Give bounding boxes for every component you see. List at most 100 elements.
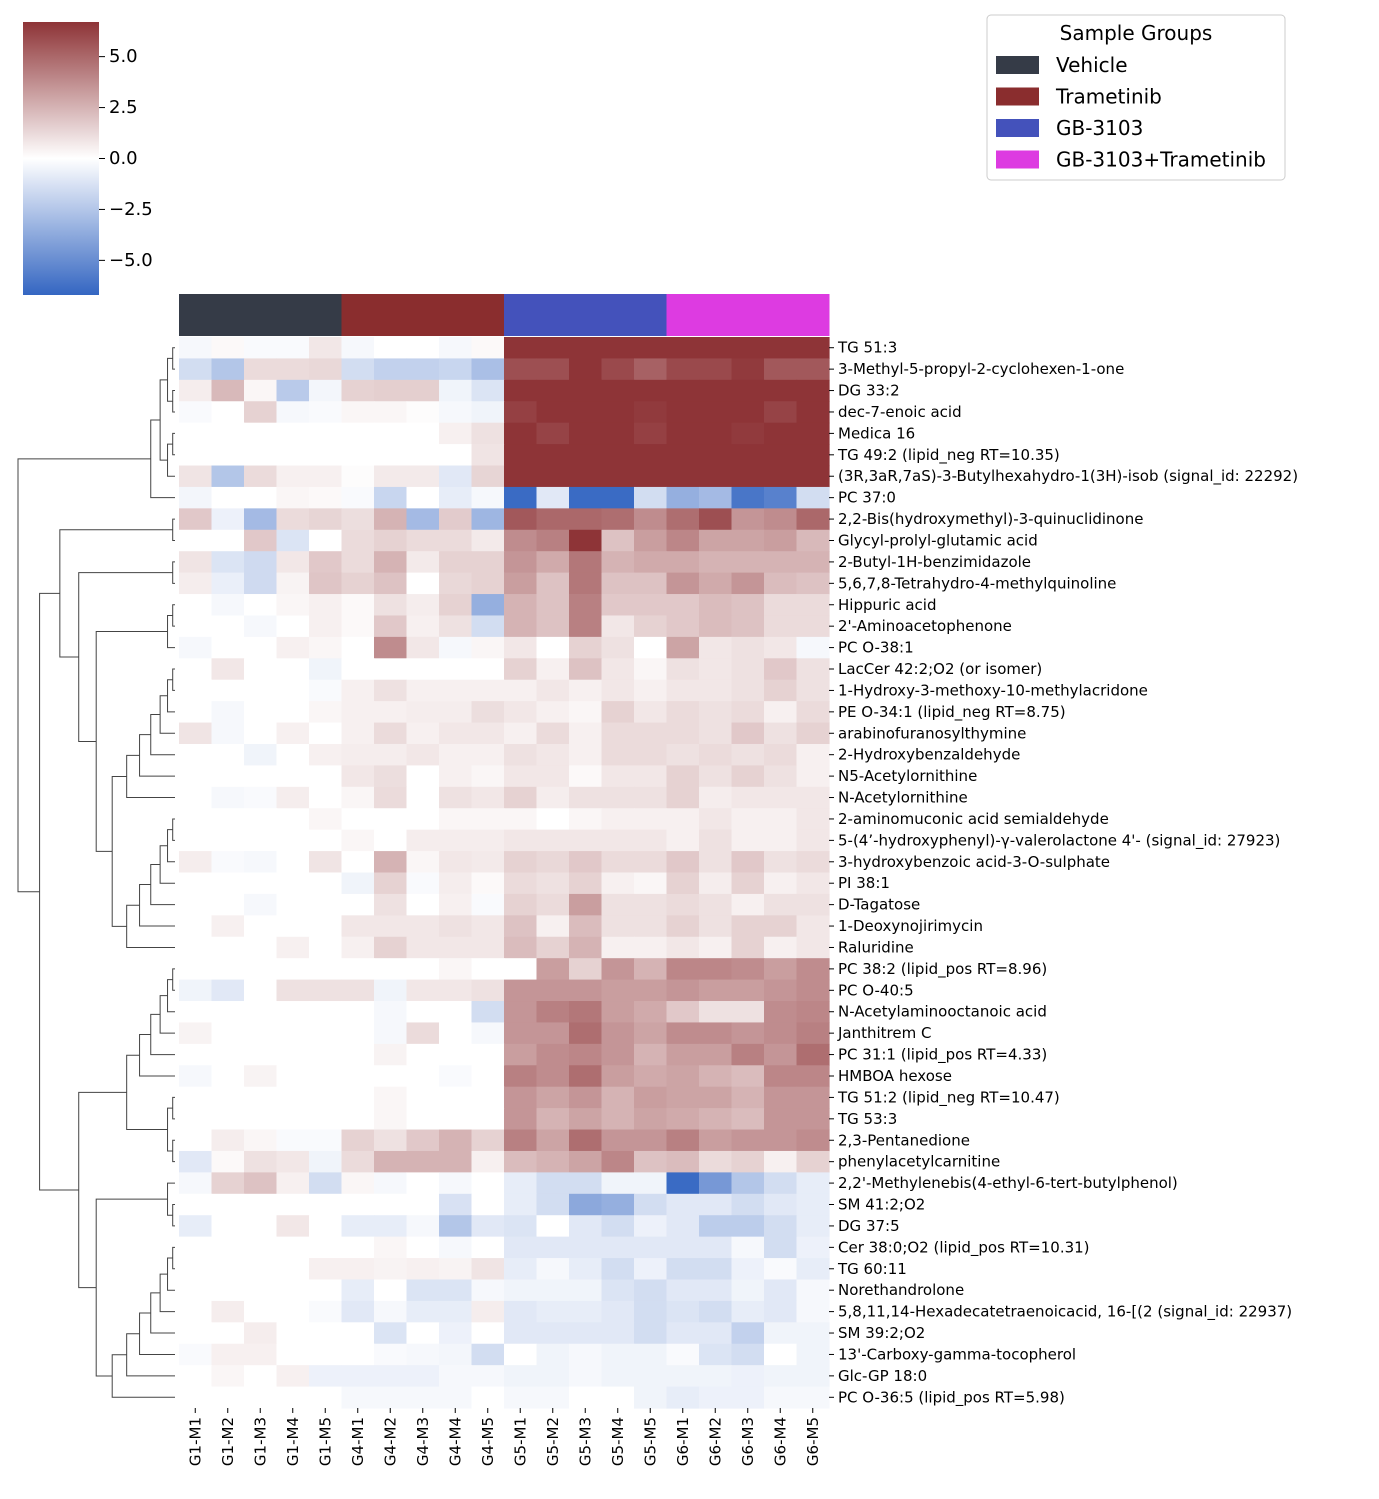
heatmap-cell (796, 808, 830, 831)
heatmap-cell (309, 808, 343, 831)
heatmap-cell (764, 337, 798, 360)
heatmap-cell (731, 1258, 765, 1281)
heatmap-cell (504, 1236, 538, 1259)
colorbar-tick-label: 0.0 (109, 148, 138, 169)
heatmap-cell (406, 465, 440, 488)
row-label: PC O-40:5 (838, 981, 914, 999)
heatmap-cell (179, 679, 213, 702)
dendrogram-link (167, 679, 175, 713)
dendrogram-link (39, 592, 79, 1191)
heatmap-cell (341, 1129, 375, 1152)
heatmap-cell (179, 786, 213, 809)
row-labels: TG 51:33-Methyl-5-propyl-2-cyclohexen-1-… (829, 339, 1298, 1407)
heatmap-cell (536, 358, 570, 381)
heatmap-cell (406, 658, 440, 681)
heatmap-cell (796, 401, 830, 424)
dendrogram-link (172, 818, 175, 841)
heatmap-cell (536, 679, 570, 702)
heatmap-cell (374, 722, 408, 745)
dendrogram-link (126, 1054, 168, 1131)
heatmap-cell (601, 636, 635, 659)
heatmap-cell (634, 679, 668, 702)
heatmap-cell (699, 358, 733, 381)
heatmap-cell (699, 958, 733, 981)
heatmap-cell (601, 915, 635, 938)
heatmap-cell (179, 444, 213, 467)
heatmap-cell (601, 743, 635, 766)
dendrogram-link (167, 614, 175, 649)
heatmap-cell (341, 444, 375, 467)
heatmap-cell (699, 379, 733, 402)
heatmap-cell (731, 722, 765, 745)
heatmap-cell (796, 1172, 830, 1195)
heatmap-cell (666, 465, 700, 488)
heatmap-cell (536, 1172, 570, 1195)
heatmap-cell (439, 1279, 473, 1302)
heatmap-cell (569, 1022, 603, 1045)
heatmap-cell (504, 1043, 538, 1066)
heatmap-cell (796, 1022, 830, 1045)
heatmap-cell (666, 936, 700, 959)
heatmap-cell (764, 594, 798, 617)
heatmap-cell (341, 401, 375, 424)
heatmap-cell (471, 679, 505, 702)
heatmap-cell (764, 1343, 798, 1366)
heatmap-cell (666, 551, 700, 574)
heatmap-cell (796, 636, 830, 659)
heatmap-cell (601, 551, 635, 574)
heatmap-cell (699, 936, 733, 959)
heatmap-cell (439, 572, 473, 595)
heatmap-cell (796, 379, 830, 402)
heatmap-cell (374, 594, 408, 617)
heatmap-cell (569, 508, 603, 531)
heatmap-cell (439, 551, 473, 574)
row-label: PC 37:0 (838, 489, 896, 507)
heatmap-cell (341, 465, 375, 488)
heatmap-cell (211, 1215, 245, 1238)
heatmap-cell (699, 465, 733, 488)
heatmap-cell (471, 529, 505, 552)
heatmap-cell (309, 358, 343, 381)
heatmap-cell (601, 722, 635, 745)
heatmap-cell (504, 486, 538, 509)
heatmap-cell (341, 572, 375, 595)
heatmap-cell (276, 465, 310, 488)
heatmap-cell (374, 1322, 408, 1345)
heatmap-cell (699, 1022, 733, 1045)
heatmap-cell (244, 486, 278, 509)
heatmap-cell (211, 915, 245, 938)
heatmap-cell (341, 765, 375, 788)
heatmap-cell (276, 529, 310, 552)
heatmap-cell (536, 1065, 570, 1088)
heatmap-cell (796, 979, 830, 1002)
heatmap-cell (276, 893, 310, 916)
heatmap-cell (764, 1365, 798, 1388)
heatmap-cell (276, 1215, 310, 1238)
heatmap-cell (471, 486, 505, 509)
heatmap-cell (601, 594, 635, 617)
heatmap-cell (731, 572, 765, 595)
heatmap-cell (374, 1129, 408, 1152)
heatmap-cell (764, 1150, 798, 1173)
heatmap-cell (406, 379, 440, 402)
column-label: G4-M4 (446, 1417, 464, 1466)
heatmap-cell (406, 551, 440, 574)
heatmap-cell (276, 958, 310, 981)
heatmap-cell (536, 1001, 570, 1024)
heatmap-cell (406, 615, 440, 638)
heatmap-cell (504, 1150, 538, 1173)
sample-group-bar (179, 294, 830, 336)
dendrogram-link (167, 443, 175, 477)
heatmap-cell (406, 444, 440, 467)
heatmap-cell (764, 551, 798, 574)
heatmap-cell (536, 1322, 570, 1345)
heatmap-cell (601, 658, 635, 681)
heatmap-cell (569, 1322, 603, 1345)
row-label: 2-Butyl-1H-benzimidazole (838, 553, 1031, 571)
heatmap-cell (244, 401, 278, 424)
heatmap-cell (569, 1150, 603, 1173)
heatmap-cell (244, 1300, 278, 1323)
heatmap-cell (634, 1022, 668, 1045)
heatmap-cell (406, 508, 440, 531)
